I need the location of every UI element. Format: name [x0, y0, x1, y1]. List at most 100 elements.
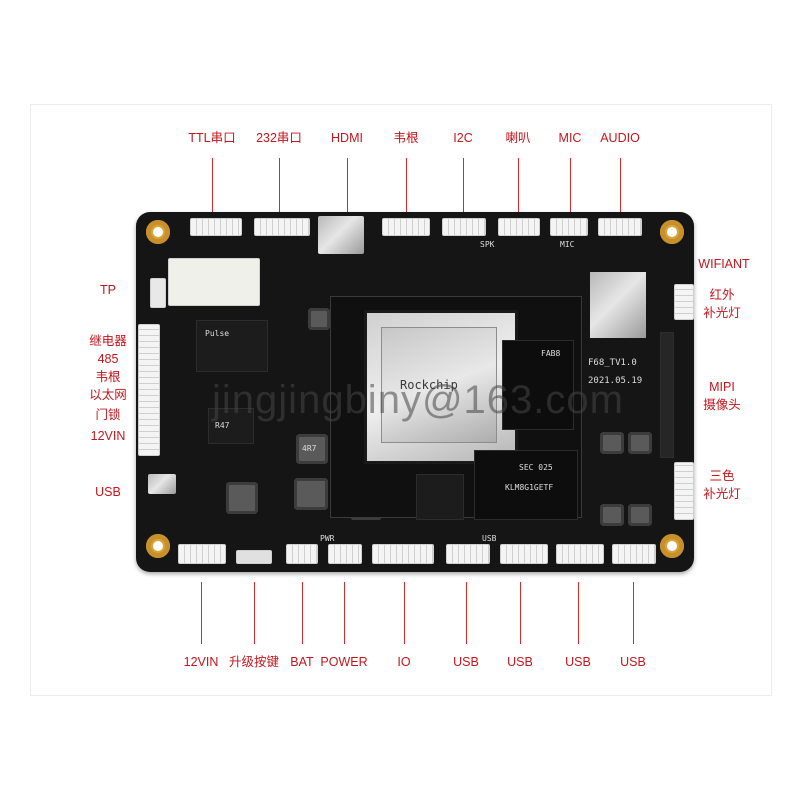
silk-date: 2021.05.19: [588, 376, 643, 386]
inductor-4r7: 4R7: [296, 434, 328, 464]
leader-i2c: [463, 158, 464, 220]
label-tp: TP: [100, 283, 116, 297]
emmc-chip: SEC 025 KLM8G1GETF: [474, 450, 578, 520]
label-usb-2: USB: [507, 655, 533, 669]
label-upgrade-key: 升级按键: [228, 655, 280, 669]
silk-pwr: PWR: [320, 534, 335, 543]
label-wifiant: WIFIANT: [698, 257, 750, 271]
pcb-board: SPK MIC Pulse 4R7 R47 Rockchip FAB8: [136, 212, 694, 572]
label-tricolor-1: 三色: [709, 469, 735, 483]
leader-upgrade-key: [254, 582, 255, 644]
connector-usb-left: [148, 474, 176, 494]
label-door-lock: 门锁: [95, 408, 121, 422]
mounting-hole-top-left: [146, 220, 170, 244]
label-wiegand-top: 韦根: [393, 131, 419, 145]
relay: [168, 258, 260, 306]
leader-232-serial: [279, 158, 280, 220]
connector-i2c: [442, 218, 486, 236]
inductor-right-4: [628, 504, 652, 526]
label-i2c: I2C: [453, 131, 473, 145]
label-speaker: 喇叭: [505, 131, 531, 145]
silk-ram: FAB8: [541, 349, 561, 358]
silk-mic: MIC: [560, 240, 575, 249]
connector-speaker: [498, 218, 540, 236]
silk-rockchip: Rockchip: [400, 378, 458, 392]
leader-12vin: [201, 582, 202, 644]
label-ir-light-1: 红外: [709, 288, 735, 302]
label-hdmi: HDMI: [331, 131, 363, 145]
silk-spk: SPK: [480, 240, 495, 249]
connector-relay-block: [138, 324, 160, 456]
inductor-right-2: [628, 432, 652, 454]
silk-usb: USB: [482, 534, 497, 543]
label-ttl-serial: TTL串口: [188, 131, 236, 145]
label-audio: AUDIO: [600, 131, 640, 145]
mounting-hole-bottom-left: [146, 534, 170, 558]
soc-die: Rockchip: [381, 327, 497, 443]
silk-model: F68_TV1.0: [588, 358, 637, 368]
leader-hdmi: [347, 158, 348, 220]
label-ethernet: 以太网: [89, 388, 127, 402]
label-wiegand-left: 韦根: [95, 370, 121, 384]
transformer-chip: Pulse: [196, 320, 268, 372]
label-usb-3: USB: [565, 655, 591, 669]
inductor-center-bottom: [294, 478, 328, 510]
leader-io: [404, 582, 405, 644]
mounting-hole-bottom-right: [660, 534, 684, 558]
label-camera: 摄像头: [703, 398, 741, 412]
leader-usb-3: [578, 582, 579, 644]
watermark: jingjingbiny@163.com: [212, 378, 624, 422]
connector-232: [254, 218, 310, 236]
ram-chip: FAB8: [502, 340, 574, 430]
upgrade-button: [236, 550, 272, 564]
leader-bat: [302, 582, 303, 644]
silk-r47: R47: [215, 421, 230, 430]
label-bat: BAT: [290, 655, 314, 669]
label-485: 485: [97, 352, 119, 366]
label-12vin-bottom: 12VIN: [183, 655, 219, 669]
silk-emmc-mark: SEC 025: [519, 463, 553, 472]
connector-bat: [286, 544, 318, 564]
connector-usb-2: [500, 544, 548, 564]
inductor-right-3: [600, 504, 624, 526]
connector-ttl: [190, 218, 242, 236]
connector-usb-4: [612, 544, 656, 564]
soc-chip: Rockchip: [364, 310, 518, 464]
ic-left: R47: [208, 408, 254, 444]
label-usb-left: USB: [95, 485, 121, 499]
silk-4r7: 4R7: [302, 444, 317, 453]
connector-mipi: [660, 332, 674, 458]
wifi-module: [590, 272, 646, 338]
connector-hdmi: [318, 216, 364, 254]
mounting-hole-top-right: [660, 220, 684, 244]
label-usb-1: USB: [453, 655, 479, 669]
leader-usb-2: [520, 582, 521, 644]
connector-usb-1: [446, 544, 490, 564]
leader-power: [344, 582, 345, 644]
inductor-left-bottom: [226, 482, 258, 514]
leader-usb-4: [633, 582, 634, 644]
connector-tp: [150, 278, 166, 308]
label-tricolor-2: 补光灯: [703, 487, 741, 501]
connector-12vin: [178, 544, 226, 564]
label-mipi: MIPI: [709, 380, 735, 394]
connector-usb-3: [556, 544, 604, 564]
connector-power: [328, 544, 362, 564]
connector-wiegand: [382, 218, 430, 236]
connector-audio: [598, 218, 642, 236]
connector-io: [372, 544, 434, 564]
leader-mic: [570, 158, 571, 220]
label-12vin-left: 12VIN: [90, 429, 126, 443]
image-frame: [30, 104, 772, 696]
label-mic: MIC: [558, 131, 582, 145]
leader-audio: [620, 158, 621, 220]
connector-tricolor: [674, 462, 694, 520]
leader-wiegand-top: [406, 158, 407, 220]
label-usb-4: USB: [620, 655, 646, 669]
label-power: POWER: [320, 655, 368, 669]
mcu-chip: [416, 474, 464, 520]
leader-speaker: [518, 158, 519, 220]
label-ir-light-2: 补光灯: [703, 306, 741, 320]
leader-usb-1: [466, 582, 467, 644]
